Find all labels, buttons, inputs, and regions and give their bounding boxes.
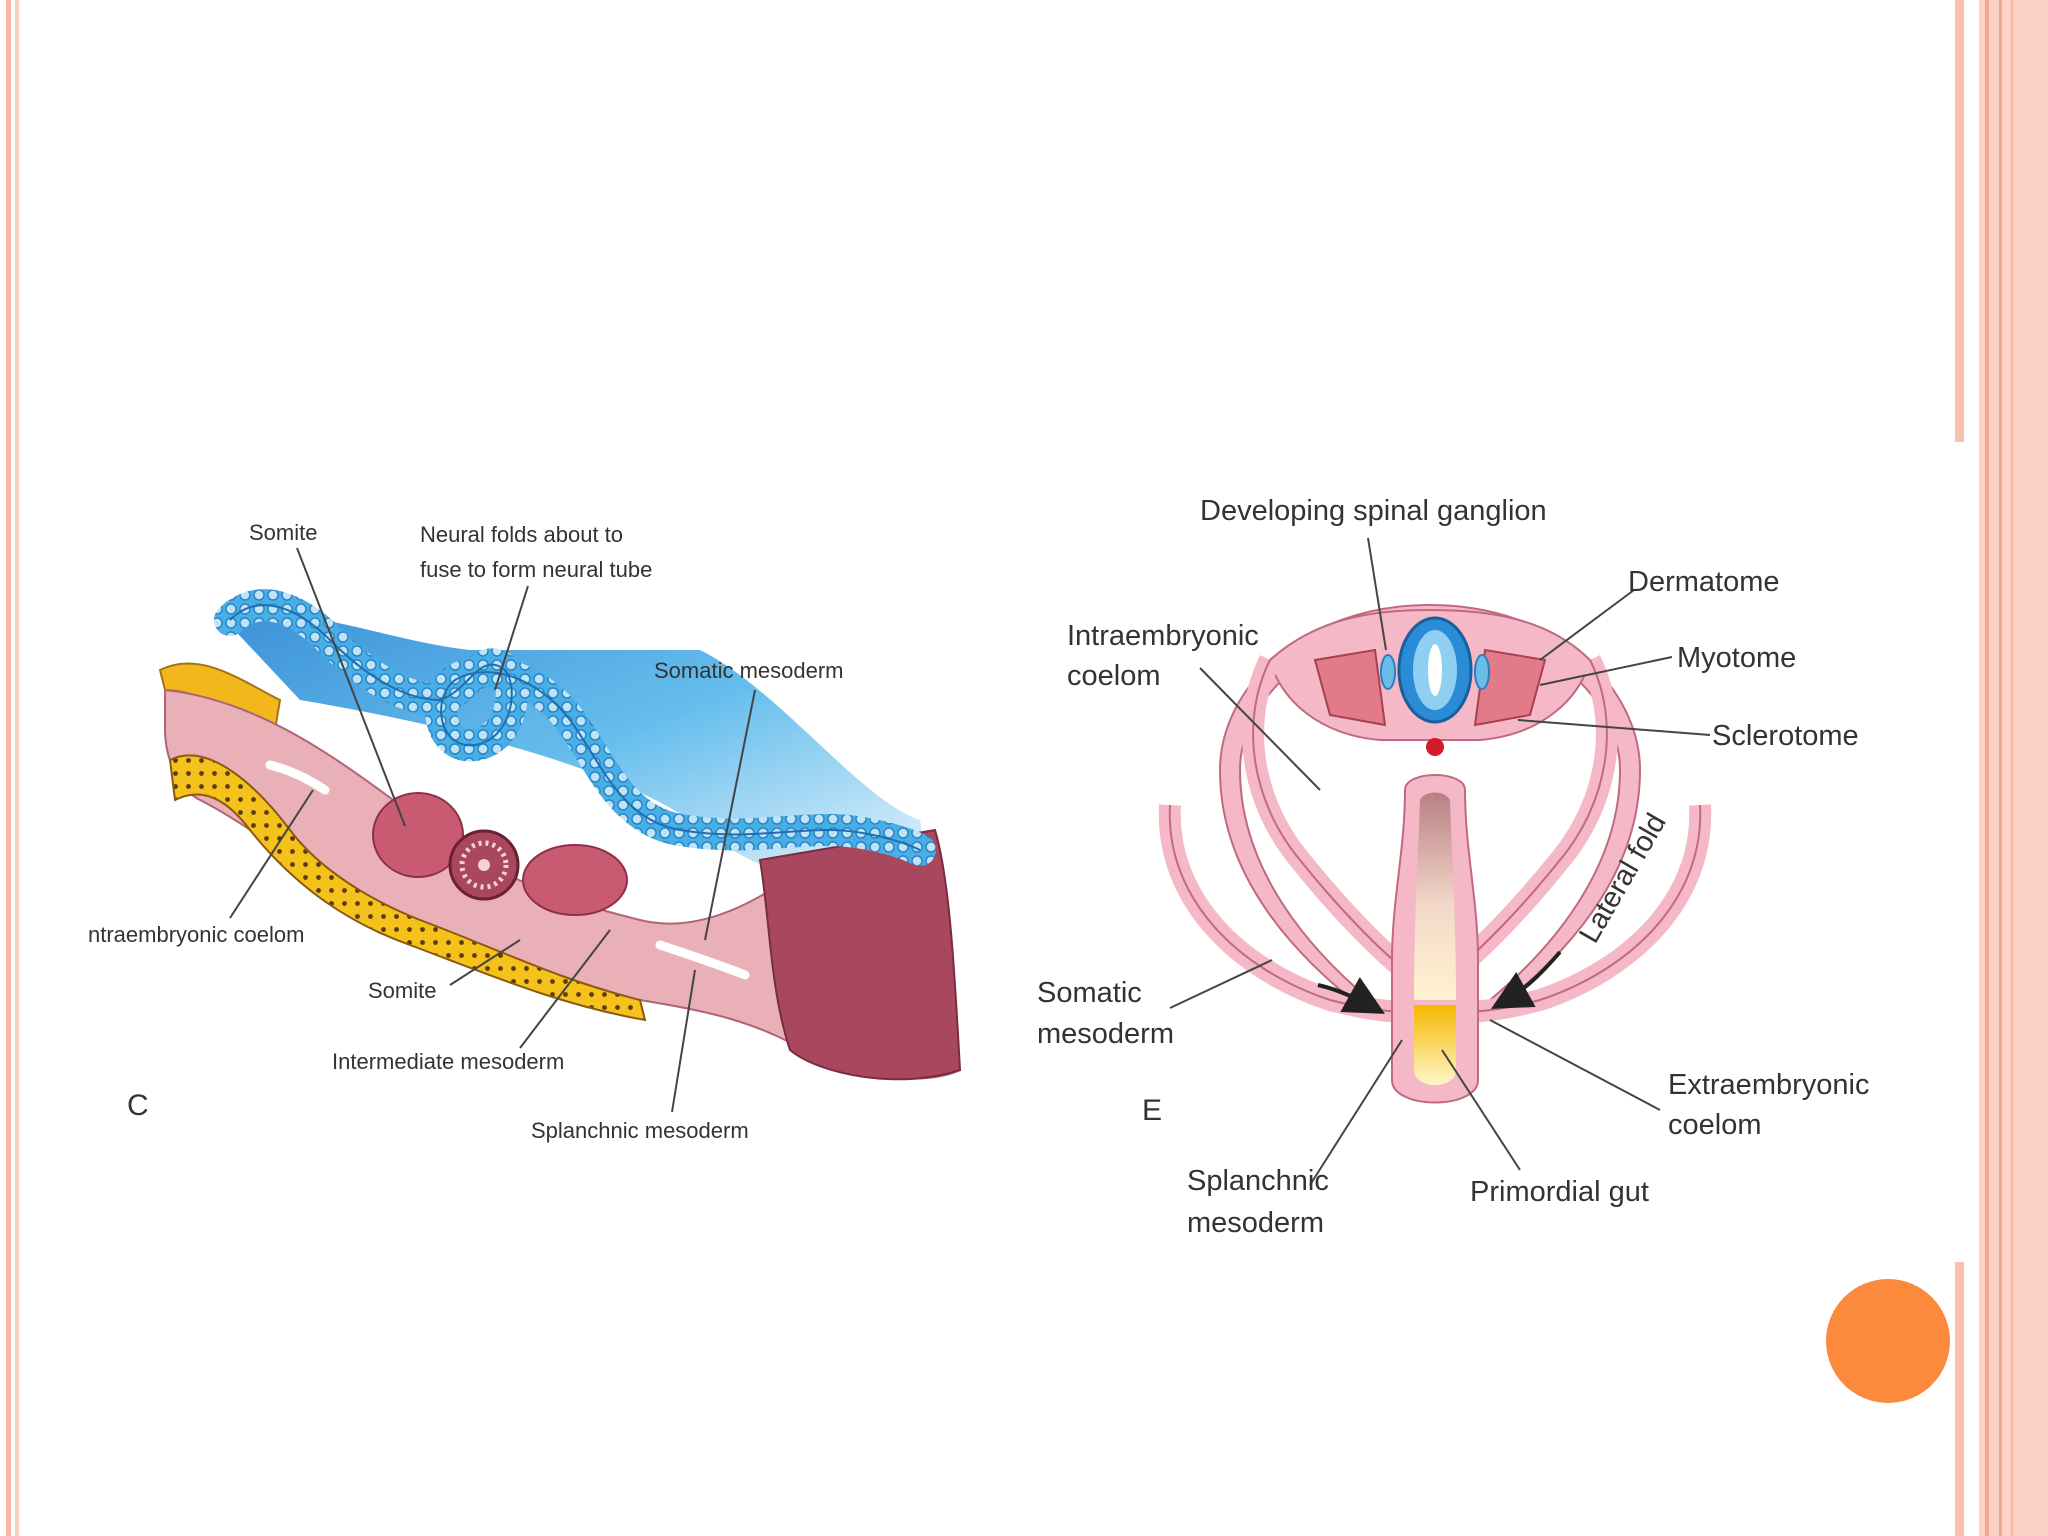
label-dermatome: Dermatome: [1628, 566, 1780, 598]
label-splanchnic-mesoderm-e-line2: mesoderm: [1187, 1207, 1324, 1239]
label-splanchnic-mesoderm-e-line1: Splanchnic: [1187, 1165, 1329, 1197]
label-developing-spinal-ganglion: Developing spinal ganglion: [1200, 495, 1547, 527]
label-intraembryonic-coelom-e-line1: Intraembryonic: [1067, 620, 1259, 652]
label-sclerotome: Sclerotome: [1712, 720, 1859, 752]
label-somite-top: Somite: [249, 520, 317, 545]
label-somatic-mesoderm-c: Somatic mesoderm: [654, 658, 844, 683]
label-neural-folds-line1: Neural folds about to: [420, 522, 623, 547]
label-myotome: Myotome: [1677, 642, 1796, 674]
label-somatic-mesoderm-e-line2: mesoderm: [1037, 1018, 1174, 1050]
label-primordial-gut: Primordial gut: [1470, 1176, 1649, 1208]
label-intermediate-mesoderm: Intermediate mesoderm: [332, 1049, 564, 1074]
label-extraembryonic-coelom-line1: Extraembryonic: [1668, 1069, 1869, 1101]
label-extraembryonic-coelom-line2: coelom: [1668, 1109, 1762, 1141]
label-somatic-mesoderm-e-line1: Somatic: [1037, 977, 1142, 1009]
label-intraembryonic-coelom-e-line2: coelom: [1067, 660, 1161, 692]
label-splanchnic-mesoderm-c: Splanchnic mesoderm: [531, 1118, 749, 1143]
label-intraembryonic-coelom-c: ntraembryonic coelom: [88, 922, 304, 947]
panel-letter-e: E: [1142, 1094, 1162, 1127]
panel-letter-c: C: [127, 1089, 149, 1122]
label-neural-folds-line2: fuse to form neural tube: [420, 557, 652, 582]
label-somite-bottom: Somite: [368, 978, 436, 1003]
